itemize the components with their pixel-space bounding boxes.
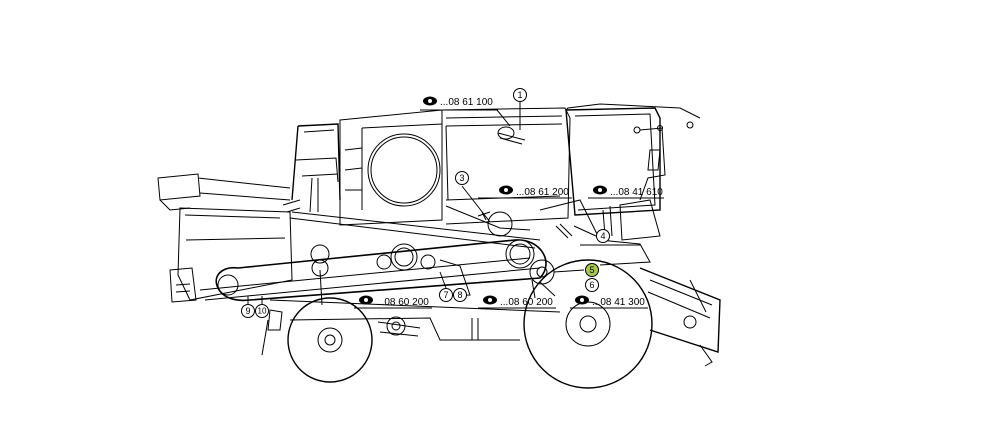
callout-7[interactable]: 7 <box>439 288 453 302</box>
callout-4-label: 4 <box>600 231 605 241</box>
ref-0841610[interactable]: ...08 41 610 <box>588 185 664 199</box>
eye-icon <box>359 295 373 305</box>
callout-6[interactable]: 6 <box>585 278 599 292</box>
eye-icon <box>423 96 437 106</box>
harvester-body <box>157 103 721 389</box>
callout-4[interactable]: 4 <box>596 229 610 243</box>
ref-0861200[interactable]: ...08 61 200 <box>478 185 572 199</box>
callout-1[interactable]: 1 <box>513 88 527 102</box>
callout-9-label: 9 <box>245 306 250 316</box>
callout-5-label: 5 <box>589 265 594 275</box>
ref-0860200-b[interactable]: ...08 60 200 <box>478 295 556 309</box>
callout-10[interactable]: 10 <box>255 304 269 318</box>
eye-icon <box>575 295 589 305</box>
callout-3-label: 3 <box>459 173 464 183</box>
ref-0860200-a[interactable]: ...08 60 200 <box>354 295 432 309</box>
callout-6-label: 6 <box>589 280 594 290</box>
ref-0861200-label: ...08 61 200 <box>516 187 569 198</box>
callout-10-label: 10 <box>258 307 267 316</box>
ref-0861100-label: ...08 61 100 <box>440 97 493 108</box>
ref-0841610-label: ...08 41 610 <box>610 187 663 198</box>
ref-0841300-label: ...08 41 300 <box>592 297 645 308</box>
eye-icon <box>483 295 497 305</box>
ref-0860200-a-label: ...08 60 200 <box>376 297 429 308</box>
eye-icon <box>499 185 513 195</box>
callout-leaders <box>247 102 597 304</box>
ref-0860200-b-label: ...08 60 200 <box>500 297 553 308</box>
callout-3[interactable]: 3 <box>455 171 469 185</box>
callout-1-label: 1 <box>517 90 522 100</box>
callout-8[interactable]: 8 <box>453 288 467 302</box>
callout-5[interactable]: 5 <box>585 263 599 277</box>
eye-icon <box>593 185 607 195</box>
callout-8-label: 8 <box>457 290 462 300</box>
callout-9[interactable]: 9 <box>241 304 255 318</box>
callout-7-label: 7 <box>443 290 448 300</box>
ref-0841300[interactable]: ...08 41 300 <box>570 295 648 309</box>
ref-0861100[interactable]: ...08 61 100 <box>420 96 498 111</box>
